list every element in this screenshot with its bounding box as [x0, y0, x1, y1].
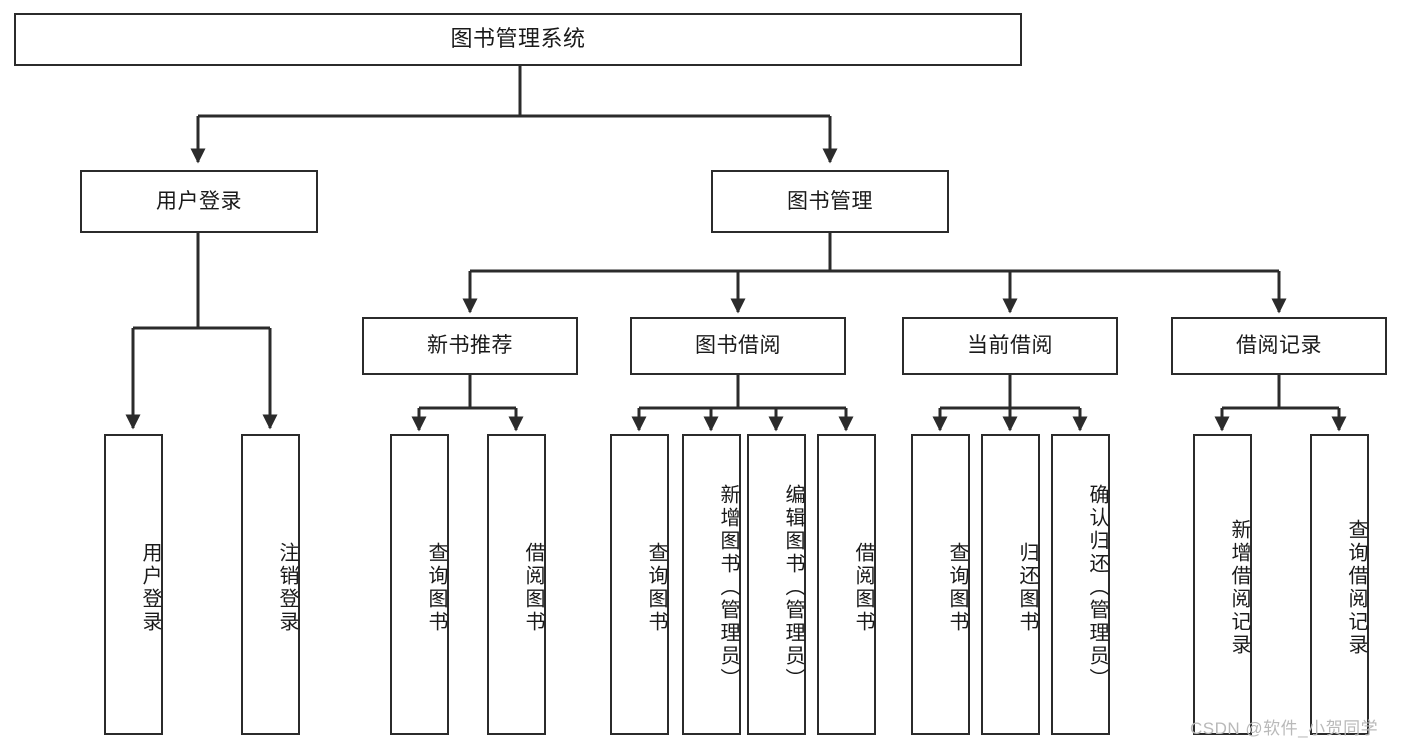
node-leaf-query-book-1-label: 查询图书 — [425, 541, 447, 634]
node-leaf-confirm-return-label: 确认归还（管理员） — [1086, 484, 1108, 691]
node-book-management[interactable]: 图书管理 — [711, 170, 949, 233]
watermark: CSDN @软件_小贺同学 — [1190, 719, 1379, 738]
node-leaf-return-book[interactable]: 归还图书 — [981, 434, 1040, 735]
node-book-borrow[interactable]: 图书借阅 — [630, 317, 846, 375]
node-leaf-borrow-book-1-label: 借阅图书 — [522, 541, 544, 634]
node-leaf-query-record-label: 查询借阅记录 — [1345, 518, 1367, 657]
node-leaf-query-book-3-label: 查询图书 — [946, 541, 968, 634]
node-root[interactable]: 图书管理系统 — [14, 13, 1022, 66]
node-borrow-record[interactable]: 借阅记录 — [1171, 317, 1387, 375]
node-borrow-record-label: 借阅记录 — [1236, 334, 1322, 358]
node-leaf-query-book-1[interactable]: 查询图书 — [390, 434, 449, 735]
node-leaf-user-login[interactable]: 用户登录 — [104, 434, 163, 735]
node-leaf-query-book-2[interactable]: 查询图书 — [610, 434, 669, 735]
node-leaf-query-record[interactable]: 查询借阅记录 — [1310, 434, 1369, 735]
node-leaf-edit-book[interactable]: 编辑图书（管理员） — [747, 434, 806, 735]
node-leaf-user-logout[interactable]: 注销登录 — [241, 434, 300, 735]
node-root-label: 图书管理系统 — [450, 26, 586, 52]
node-leaf-user-logout-label: 注销登录 — [276, 541, 298, 634]
node-book-borrow-label: 图书借阅 — [695, 334, 781, 358]
node-leaf-borrow-book-1[interactable]: 借阅图书 — [487, 434, 546, 735]
node-leaf-query-book-3[interactable]: 查询图书 — [911, 434, 970, 735]
node-leaf-add-record-label: 新增借阅记录 — [1228, 518, 1250, 657]
node-leaf-add-record[interactable]: 新增借阅记录 — [1193, 434, 1252, 735]
node-leaf-add-book[interactable]: 新增图书（管理员） — [682, 434, 741, 735]
node-new-book-recommend[interactable]: 新书推荐 — [362, 317, 578, 375]
node-leaf-edit-book-label: 编辑图书（管理员） — [782, 484, 804, 691]
node-leaf-add-book-label: 新增图书（管理员） — [717, 484, 739, 691]
node-user-login[interactable]: 用户登录 — [80, 170, 318, 233]
node-book-management-label: 图书管理 — [787, 189, 873, 213]
node-leaf-user-login-label: 用户登录 — [139, 541, 161, 634]
node-leaf-return-book-label: 归还图书 — [1016, 541, 1038, 634]
node-leaf-query-book-2-label: 查询图书 — [645, 541, 667, 634]
node-leaf-confirm-return[interactable]: 确认归还（管理员） — [1051, 434, 1110, 735]
node-current-borrow-label: 当前借阅 — [967, 334, 1053, 358]
node-new-book-recommend-label: 新书推荐 — [427, 334, 513, 358]
node-leaf-borrow-book-2-label: 借阅图书 — [852, 541, 874, 634]
node-current-borrow[interactable]: 当前借阅 — [902, 317, 1118, 375]
node-leaf-borrow-book-2[interactable]: 借阅图书 — [817, 434, 876, 735]
node-user-login-label: 用户登录 — [156, 189, 242, 213]
